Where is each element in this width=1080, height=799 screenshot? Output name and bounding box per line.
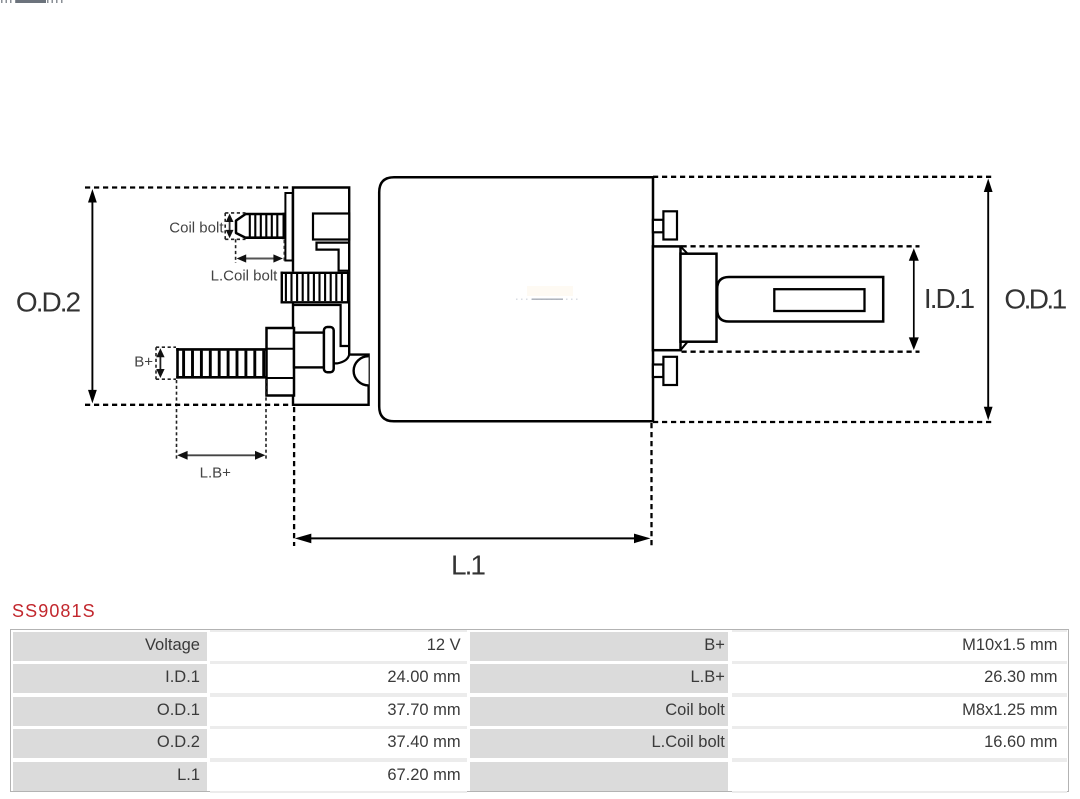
svg-text:L.Coil bolt: L.Coil bolt [211,268,279,285]
svg-text:L.B+: L.B+ [200,464,232,481]
svg-text:I.D.1: I.D.1 [924,283,975,314]
svg-text:B+: B+ [134,354,153,371]
svg-text:Coil bolt: Coil bolt [169,219,224,236]
svg-text:O.D.2: O.D.2 [16,286,81,317]
svg-text:O.D.1: O.D.1 [1004,284,1066,315]
svg-text:L.1: L.1 [451,550,485,581]
